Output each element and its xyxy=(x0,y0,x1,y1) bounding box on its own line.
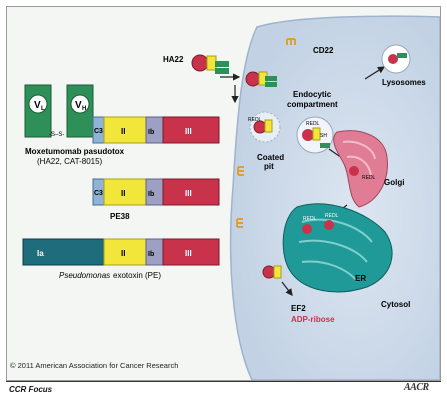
adp-ribose-label: ADP-ribose xyxy=(291,315,335,324)
svg-text:Ib: Ib xyxy=(148,129,154,136)
moxetumomab-subtitle: (HA22, CAT-8015) xyxy=(37,157,103,166)
svg-text:REDL: REDL xyxy=(303,216,317,222)
disulfide-linker: -S–S- xyxy=(49,132,64,138)
pe-label: exotoxin (PE) xyxy=(113,271,161,280)
ef2-label: EF2 xyxy=(291,304,306,313)
endoplasmic-reticulum: ER REDL REDL xyxy=(282,203,393,293)
svg-text:L: L xyxy=(41,106,45,112)
svg-text:REDL: REDL xyxy=(306,121,320,127)
ef2-region: EF2 ADP-ribose xyxy=(262,265,335,324)
ha22-label: HA22 xyxy=(163,55,184,64)
figure-frame: V L V H -S–S- C3 II Ib III Moxetumomab p… xyxy=(6,6,441,381)
svg-text:II: II xyxy=(121,249,125,258)
golgi: Golgi REDL xyxy=(333,130,404,208)
svg-text:Ib: Ib xyxy=(148,251,154,258)
pe-label-italic: Pseudomonas xyxy=(59,271,110,280)
coated-pit-label: Coated xyxy=(257,153,284,162)
svg-text:Ib: Ib xyxy=(148,191,154,198)
svg-text:SH: SH xyxy=(320,133,327,139)
svg-text:III: III xyxy=(185,189,192,198)
lysosome: Lysosomes xyxy=(364,44,426,87)
vl-label: V xyxy=(34,100,41,111)
ha22-toxin-icon: HA22 xyxy=(163,54,229,74)
svg-text:REDL: REDL xyxy=(325,213,339,219)
svg-text:pit: pit xyxy=(264,162,274,171)
svg-text:III: III xyxy=(185,127,192,136)
svg-text:II: II xyxy=(121,189,125,198)
pe38-label: PE38 xyxy=(110,212,130,221)
redl-coated: REDL xyxy=(248,117,262,123)
moxetumomab-construct: V L V H -S–S- C3 II Ib III Moxetumomab p… xyxy=(24,84,220,166)
cytosol-label: Cytosol xyxy=(381,300,410,309)
er-label: ER xyxy=(355,274,366,283)
copyright-notice: © 2011 American Association for Cancer R… xyxy=(10,361,179,370)
bound-toxin-icon xyxy=(245,71,277,87)
pe38-construct: C3 II Ib III PE38 xyxy=(92,178,220,221)
cell-body xyxy=(229,15,440,380)
moxetumomab-title: Moxetumomab pasudotox xyxy=(25,147,125,156)
lysosomes-label: Lysosomes xyxy=(382,78,426,87)
golgi-label: Golgi xyxy=(384,178,404,187)
endocytic-compartment: Endocytic compartment REDL SH xyxy=(287,90,338,154)
svg-text:compartment: compartment xyxy=(287,100,338,109)
svg-text:H: H xyxy=(82,106,86,112)
coated-pit: REDL Coated pit xyxy=(248,111,284,171)
domain-iii xyxy=(162,116,220,144)
svg-text:REDL: REDL xyxy=(362,175,376,181)
cd22-receptors xyxy=(236,38,296,228)
cd22-label: CD22 xyxy=(313,46,334,55)
svg-text:III: III xyxy=(185,249,192,258)
svg-text:II: II xyxy=(121,127,125,136)
footer-divider xyxy=(6,381,441,382)
svg-text:C3: C3 xyxy=(94,128,103,135)
mechanism-diagram: V L V H -S–S- C3 II Ib III Moxetumomab p… xyxy=(22,15,440,380)
pe-construct: Ia II Ib III Pseudomonas exotoxin (PE) xyxy=(22,238,220,280)
journal-label: CCR Focus xyxy=(9,385,53,394)
aacr-logo: AACR xyxy=(404,382,429,393)
endocytic-label: Endocytic xyxy=(293,90,332,99)
svg-text:C3: C3 xyxy=(94,190,103,197)
svg-text:Ia: Ia xyxy=(37,249,44,258)
vh-label: V xyxy=(75,100,82,111)
